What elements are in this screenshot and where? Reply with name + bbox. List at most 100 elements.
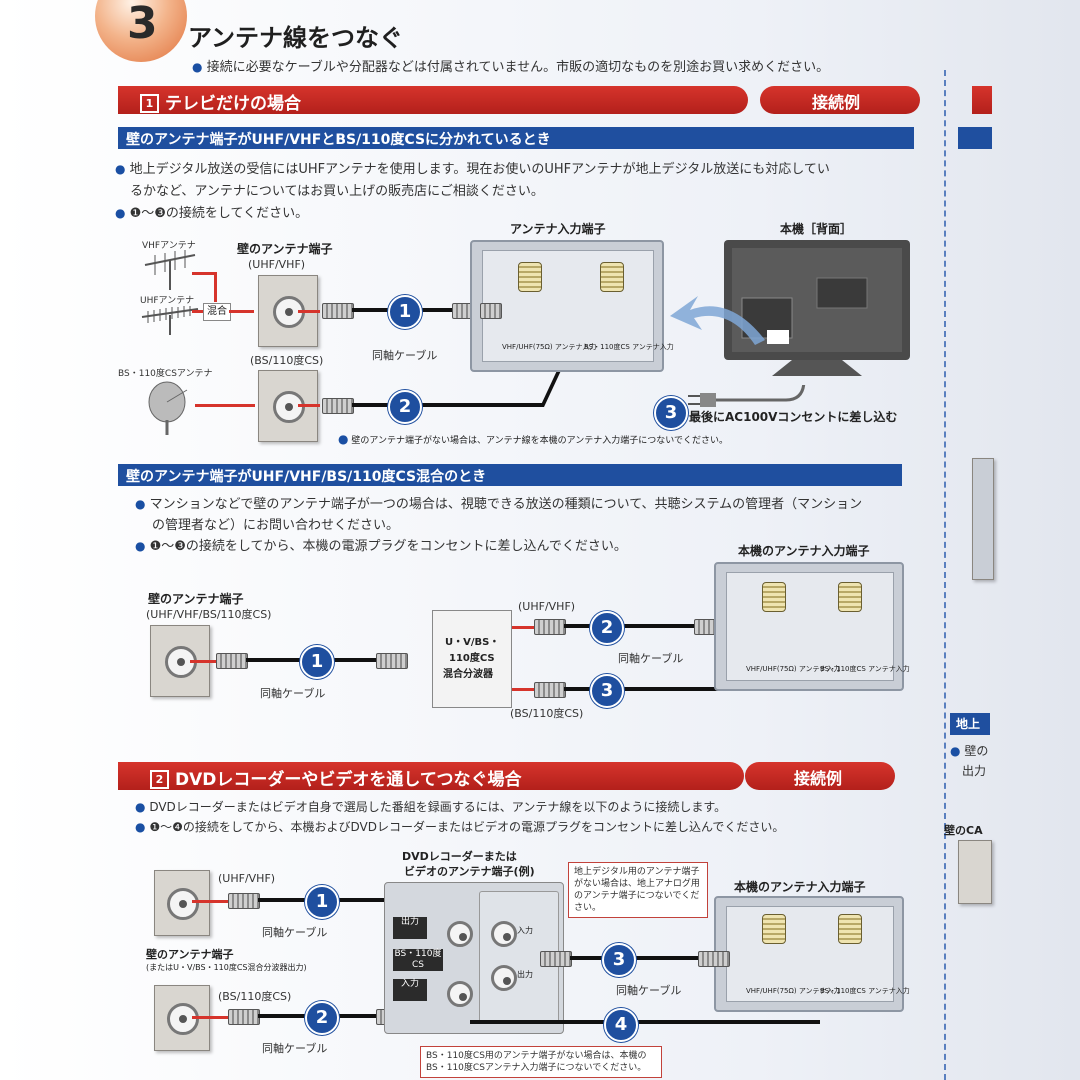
vhf-uhf-connector [762, 914, 786, 944]
coax-cable-label: 同軸ケーブル [372, 349, 438, 362]
uhf-antenna-label: UHFアンテナ [140, 296, 195, 306]
header-note: ● 接続に必要なケーブルや分配器などは付属されていません。市販の適切なものを別途… [192, 60, 830, 75]
wall-terminal-label: 壁のアンテナ端子 [237, 242, 333, 256]
bs-cs-connector [600, 262, 624, 292]
s2-unit-input-label: 本機のアンテナ入力端子 [734, 880, 866, 894]
sub2-bullet1: ● マンションなどで壁のアンテナ端子が一つの場合は、視聴できる放送の種類について… [135, 497, 863, 512]
sub2-unit-input-label: 本機のアンテナ入力端子 [738, 544, 870, 558]
dvd-label-2: ビデオのアンテナ端子(例) [404, 865, 535, 878]
antenna-input-label: アンテナ入力端子 [510, 222, 606, 236]
next-text-2: 出力 [962, 764, 987, 778]
s2-uhf-vhf-label: (UHF/VHF) [218, 872, 276, 885]
sub2-wall-label: 壁のアンテナ端子 [148, 592, 244, 606]
next-panel [972, 458, 994, 580]
s2-wall-plate-uhf [154, 870, 210, 936]
vhf-antenna-icon [140, 250, 200, 294]
coax-cable-2 [352, 403, 542, 407]
sub2-coax-cable-3 [564, 687, 814, 691]
port-left-label: VHF/UHF(75Ω) アンテナ入力 [746, 987, 841, 995]
cable1-arrow [298, 310, 320, 313]
bullet-icon: ● [192, 60, 203, 74]
vhf-to-mix-line [192, 272, 217, 275]
mixer-splitter-box: U・V/BS・ 110度CS 混合分波器 [432, 610, 512, 708]
sub2-step-3-badge: 3 [590, 674, 624, 708]
s2-cable2-arrow [192, 1016, 228, 1019]
section2-band [118, 762, 744, 790]
coax-plug [228, 1009, 260, 1025]
section1-band [118, 86, 748, 114]
dvd-note-bottom: BS・110度CS用のアンテナ端子がない場合は、本機のBS・110度CSアンテナ… [420, 1046, 662, 1078]
dvd-socket [447, 921, 473, 947]
coax-plug [216, 653, 248, 669]
s2-wall-sub-label: (またはU・V/BS・110度CS混合分波器出力) [146, 963, 307, 972]
coax-plug [322, 303, 354, 319]
vhf-uhf-connector [762, 582, 786, 612]
s2-wall-plate-bs [154, 985, 210, 1051]
mix-to-wall-line [229, 310, 254, 313]
coax-plug [534, 682, 566, 698]
coax-plug [698, 951, 730, 967]
wall-socket [273, 391, 305, 423]
sub2-bullet1-cont: の管理者など）にお問い合わせください。 [152, 518, 400, 533]
sub2-wall-mixed-label: (UHF/VHF/BS/110度CS) [146, 608, 272, 621]
sub2-heading: 壁のアンテナ端子がUHF/VHF/BS/110度CS混合のとき [126, 469, 487, 485]
section1-tab-label: 接続例 [812, 93, 861, 112]
wall-plate-mixed [150, 625, 210, 697]
bullet-icon: ● [115, 162, 126, 176]
bs-cs-label: (BS/110度CS) [250, 354, 324, 367]
section2-tab-label: 接続例 [794, 769, 843, 788]
port-left-label: VHF/UHF(75Ω) アンテナ入力 [502, 343, 597, 351]
s2-step-3-badge: 3 [602, 943, 636, 977]
coax-plug [228, 893, 260, 909]
s2-step-2-badge: 2 [305, 1001, 339, 1035]
wall-plate-bs [258, 370, 318, 442]
s2-coax-cable-4 [470, 1020, 820, 1024]
page-title: アンテナ線をつなぐ [188, 24, 404, 52]
coax-plug [322, 398, 354, 414]
bullet-icon: ● [135, 539, 146, 553]
sub2-coax-cable-2 [564, 624, 694, 628]
antenna-input-panel: VHF/UHF(75Ω) アンテナ入力 BS・110度CS アンテナ入力 [470, 240, 674, 372]
coax-plug [376, 653, 408, 669]
dish-antenna-icon [145, 380, 195, 439]
next-blue-text: 地上 [956, 717, 981, 731]
dvd-note-top: 地上デジタル用のアンテナ端子がない場合は、地上アナログ用のアンテナ端子につないで… [568, 862, 708, 918]
uhf-vhf-label: (UHF/VHF) [248, 258, 306, 271]
sub2-cable2-arrow [512, 626, 534, 629]
sub2-coax-label: 同軸ケーブル [260, 687, 326, 700]
dvd-out-label: 出力 [393, 917, 427, 939]
section2-bullet2: ● ❶〜❹の接続をしてから、本機およびDVDレコーダーまたはビデオの電源プラグを… [135, 820, 785, 834]
vhf-uhf-connector [518, 262, 542, 292]
dvd-label-1: DVDレコーダーまたは [402, 850, 517, 863]
dish-to-wall-line [195, 404, 255, 407]
next-text-1: ● 壁の [950, 744, 989, 758]
sub2-bullet2: ● ❶〜❸の接続をしてから、本機の電源プラグをコンセントに差し込んでください。 [135, 539, 627, 554]
uhf-to-mix-line [192, 310, 203, 313]
wall-socket [165, 646, 197, 678]
step-1-badge: 1 [388, 295, 422, 329]
bs-antenna-label: BS・110度CSアンテナ [118, 369, 213, 379]
sub1-heading: 壁のアンテナ端子がUHF/VHFとBS/110度CSに分かれているとき [126, 132, 551, 148]
dvd-socket [447, 981, 473, 1007]
sub1-bullet2: ● ❶〜❸の接続をしてください。 [115, 206, 309, 221]
dvd-in-label: 入力 [393, 979, 427, 1001]
next-wall-plate [958, 840, 992, 904]
sub2-uhf-vhf-label: (UHF/VHF) [518, 600, 576, 613]
step-number: 3 [127, 0, 158, 49]
mixer-box: 混合 [203, 303, 231, 321]
s2-coax-label-2: 同軸ケーブル [262, 1042, 328, 1055]
section2-tab [745, 762, 895, 790]
bullet-icon: ● [115, 206, 126, 220]
dvd-terminal-panel: 出力 BS・110度CS 入力 入力 出力 [384, 882, 564, 1034]
port-right-label: BS・110度CS アンテナ入力 [584, 343, 674, 351]
bs-cs-connector [838, 582, 862, 612]
s2-coax-cable-1 [258, 898, 426, 902]
bullet-icon: ● [135, 820, 146, 834]
sub2-step-1-badge: 1 [300, 645, 334, 679]
sub1-heading-band [118, 127, 914, 149]
s2-bs-cs-label: (BS/110度CS) [218, 990, 292, 1003]
next-section-band [972, 86, 992, 114]
dvd-bs-label: BS・110度CS [393, 949, 443, 971]
